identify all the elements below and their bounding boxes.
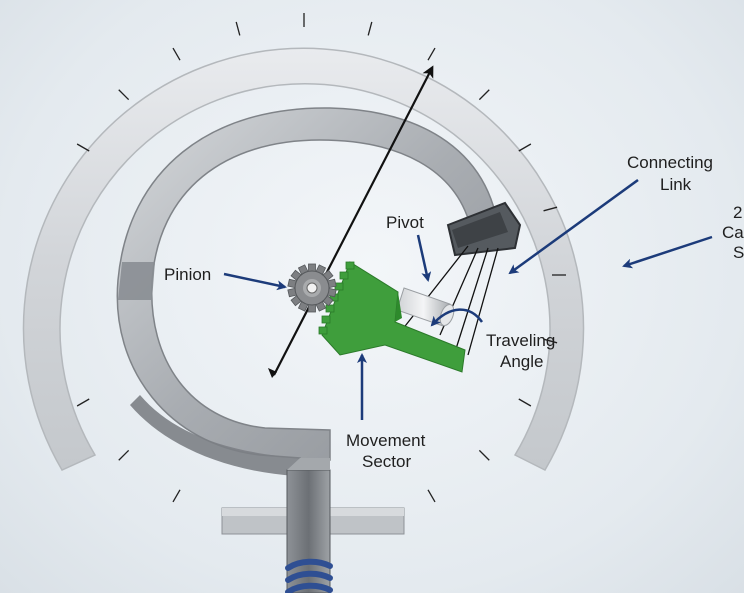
- coil-spring-icon: [285, 558, 333, 593]
- dial-tick: [76, 143, 90, 152]
- label-movement-sector-line1: Movement: [346, 431, 426, 450]
- label-cutoff-line3: S: [733, 243, 744, 262]
- callout-arrows: [223, 178, 713, 420]
- label-connecting-link-line1: Connecting: [627, 153, 713, 172]
- dial-tick: [543, 338, 558, 344]
- label-cutoff-line2: Ca: [722, 223, 744, 242]
- dial-tick: [518, 143, 532, 152]
- connecting-link-arrow: [508, 178, 639, 275]
- pointer-needle: [268, 65, 434, 378]
- pivot-arrow: [416, 234, 432, 282]
- dial-tick: [367, 21, 373, 36]
- label-movement-sector-line2: Sector: [362, 452, 411, 471]
- dial-arrow: [622, 235, 713, 269]
- bourdon-tube: [116, 107, 522, 476]
- dial-tick: [518, 398, 532, 407]
- dial-tick: [118, 449, 130, 461]
- label-pinion: Pinion: [164, 265, 211, 284]
- dial-tick: [172, 489, 181, 503]
- dial-tick: [172, 47, 181, 61]
- dial-tick: [118, 89, 130, 101]
- dial-tick: [478, 449, 490, 461]
- dial-tick: [76, 398, 90, 407]
- dial-tick: [427, 47, 436, 61]
- label-pivot: Pivot: [386, 213, 424, 232]
- pinion-arrow: [223, 272, 287, 291]
- dial-tick: [235, 21, 241, 36]
- dial-tick: [478, 89, 490, 101]
- label-cutoff-line1: 2: [733, 203, 742, 222]
- dial-scale: [22, 13, 585, 537]
- label-traveling-angle-line1: Traveling: [486, 331, 555, 350]
- pivot-pin: [396, 287, 455, 327]
- dial-tick: [543, 206, 558, 212]
- traveling-angle-arc: [430, 308, 484, 327]
- gear-icon: [287, 263, 337, 313]
- label-traveling-angle-line2: Angle: [500, 352, 543, 371]
- dial-tick: [427, 489, 436, 503]
- label-connecting-link-line2: Link: [660, 175, 692, 194]
- movement-sector: [318, 261, 466, 373]
